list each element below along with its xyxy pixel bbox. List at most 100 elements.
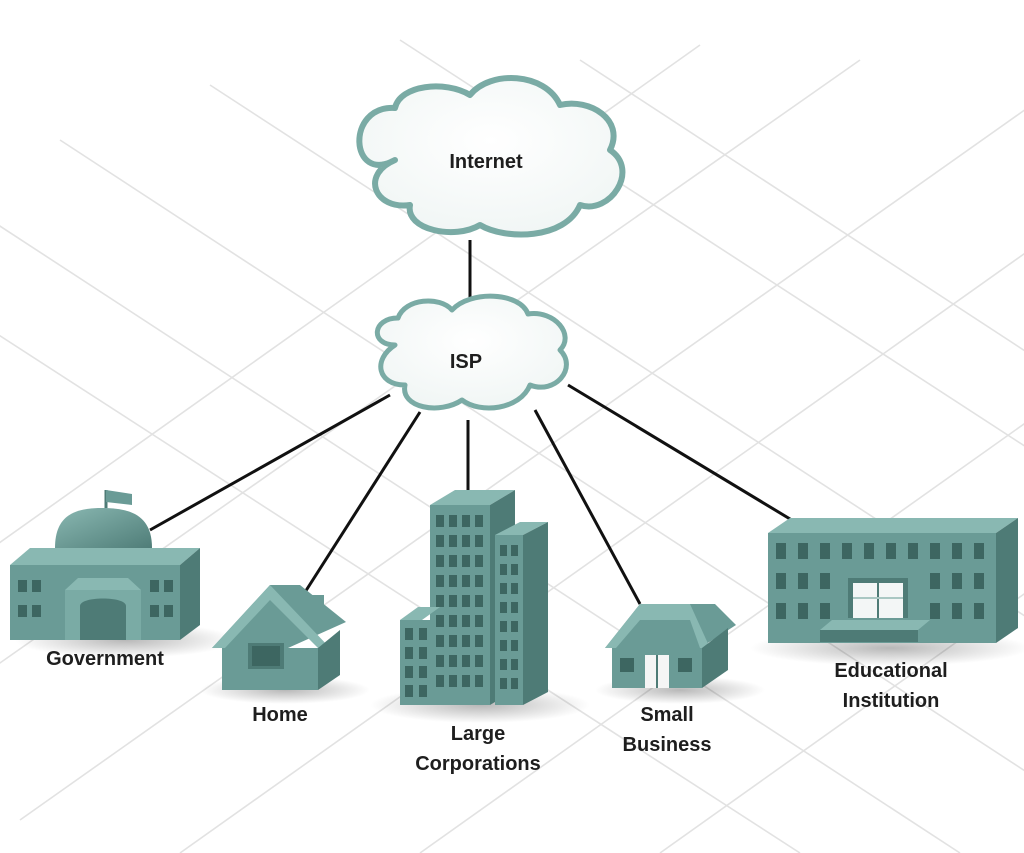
window-pane (462, 615, 470, 627)
home-building-icon (212, 585, 346, 690)
window-pane (952, 573, 962, 589)
window-pane (974, 543, 984, 559)
window-pane (500, 545, 507, 556)
window-pane (930, 573, 940, 589)
window-pane (449, 615, 457, 627)
window-pane (864, 543, 874, 559)
window-pane (475, 575, 483, 587)
window-pane (886, 543, 896, 559)
window-pane (511, 545, 518, 556)
window-pane (475, 655, 483, 667)
window-pane (511, 564, 518, 575)
window-pane (436, 675, 444, 687)
window-pane (798, 543, 808, 559)
window-pane (500, 659, 507, 670)
node-label-line: Home (252, 704, 308, 726)
window-pane (500, 678, 507, 689)
window-pane (475, 555, 483, 567)
node-label-line: Business (622, 734, 712, 756)
window-pane (475, 535, 483, 547)
node-label-government: Government (25, 644, 185, 674)
window-pane (511, 659, 518, 670)
window-pane (419, 628, 427, 640)
link-isp-government (149, 393, 391, 532)
window-pane (436, 575, 444, 587)
node-label-line: Institution (842, 690, 940, 712)
window-pane (475, 675, 483, 687)
window-pane (908, 543, 918, 559)
window-pane (475, 615, 483, 627)
window-pane (500, 640, 507, 651)
window-pane (419, 666, 427, 678)
window-pane (798, 603, 808, 619)
window-pane (449, 575, 457, 587)
node-label-large-corporations: Large Corporations (393, 719, 563, 779)
window-pane (449, 675, 457, 687)
window-pane (952, 603, 962, 619)
window-pane (462, 575, 470, 587)
window-pane (405, 628, 413, 640)
isp-cloud-label: ISP (449, 351, 483, 373)
window-pane (500, 564, 507, 575)
window-pane (449, 535, 457, 547)
window-pane (500, 621, 507, 632)
small-business-building-icon (605, 604, 736, 688)
window-pane (449, 635, 457, 647)
window-pane (436, 535, 444, 547)
window-pane (449, 515, 457, 527)
window-pane (405, 666, 413, 678)
window-pane (405, 647, 413, 659)
window-pane (462, 535, 470, 547)
window-pane (511, 621, 518, 632)
window-pane (436, 615, 444, 627)
window-pane (449, 655, 457, 667)
window-pane (475, 595, 483, 607)
window-pane (820, 573, 830, 589)
node-label-line: Small (640, 704, 694, 726)
window-pane (462, 555, 470, 567)
educational-institution-building-icon (768, 518, 1018, 643)
window-pane (419, 647, 427, 659)
internet-cloud (356, 75, 626, 238)
node-label-line: Large (450, 723, 506, 745)
window-pane (500, 602, 507, 613)
window-pane (842, 543, 852, 559)
window-pane (449, 555, 457, 567)
internet-cloud-label: Internet (449, 151, 523, 173)
window-pane (511, 678, 518, 689)
window-pane (820, 543, 830, 559)
window-pane (436, 555, 444, 567)
window-pane (500, 583, 507, 594)
window-pane (436, 515, 444, 527)
government-building-icon (10, 490, 200, 640)
node-label-educational-institution: Educational Institution (806, 656, 976, 716)
window-pane (511, 640, 518, 651)
window-pane (462, 675, 470, 687)
link-isp-educational-institution (567, 383, 796, 524)
isp-cloud (374, 293, 569, 411)
window-pane (462, 635, 470, 647)
window-pane (974, 603, 984, 619)
node-label-home: Home (230, 700, 330, 730)
node-label-line: Corporations (415, 753, 541, 775)
window-pane (930, 603, 940, 619)
window-pane (419, 685, 427, 697)
node-label-line: Educational (834, 660, 948, 682)
window-pane (405, 685, 413, 697)
window-pane (475, 515, 483, 527)
window-pane (436, 595, 444, 607)
window-pane (436, 655, 444, 667)
window-pane (462, 515, 470, 527)
window-pane (511, 583, 518, 594)
node-label-small-business: Small Business (602, 700, 732, 760)
window-pane (820, 603, 830, 619)
window-pane (436, 635, 444, 647)
link-isp-home (298, 411, 422, 601)
large-corporations-building-icon (400, 490, 548, 705)
window-pane (798, 573, 808, 589)
window-pane (776, 543, 786, 559)
window-pane (462, 595, 470, 607)
window-pane (974, 573, 984, 589)
link-isp-small-business (533, 409, 642, 605)
